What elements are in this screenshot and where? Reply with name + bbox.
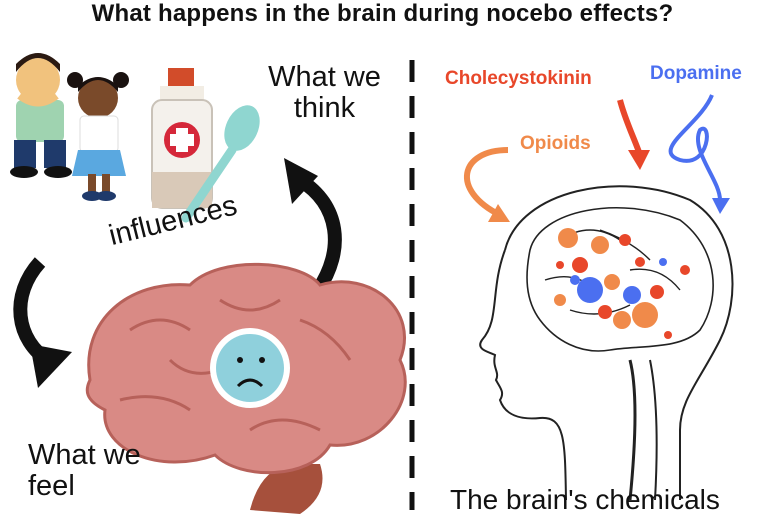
arrow-up-head xyxy=(284,158,318,204)
what-we-feel-label: What we feel xyxy=(28,439,141,503)
spoon-icon xyxy=(181,105,260,223)
chemical-arrows xyxy=(463,94,730,222)
worried-children-icon xyxy=(10,53,129,201)
opioids-label: Opioids xyxy=(520,133,591,154)
sad-brain-icon xyxy=(85,262,407,514)
dopamine-arrow xyxy=(668,94,722,201)
opioids-arrow xyxy=(463,147,509,218)
dopamine-label: Dopamine xyxy=(650,63,742,84)
cck-arrow xyxy=(617,99,643,156)
diagram-title: What happens in the brain during nocebo … xyxy=(91,0,674,27)
head-brain-drawing-icon xyxy=(479,185,734,501)
what-we-think-text: What we think xyxy=(268,61,381,125)
brains-chemicals-label: The brain's chemicals xyxy=(450,484,720,515)
cholecystokinin-label: Cholecystokinin xyxy=(445,68,592,89)
arrow-down-head xyxy=(30,344,72,388)
what-we-feel-text: What we feel xyxy=(28,439,141,503)
influence-arrows xyxy=(13,158,342,388)
what-we-think-label: What we think xyxy=(262,61,387,125)
chemical-dots xyxy=(554,228,690,339)
arrow-up-curve xyxy=(296,174,342,294)
